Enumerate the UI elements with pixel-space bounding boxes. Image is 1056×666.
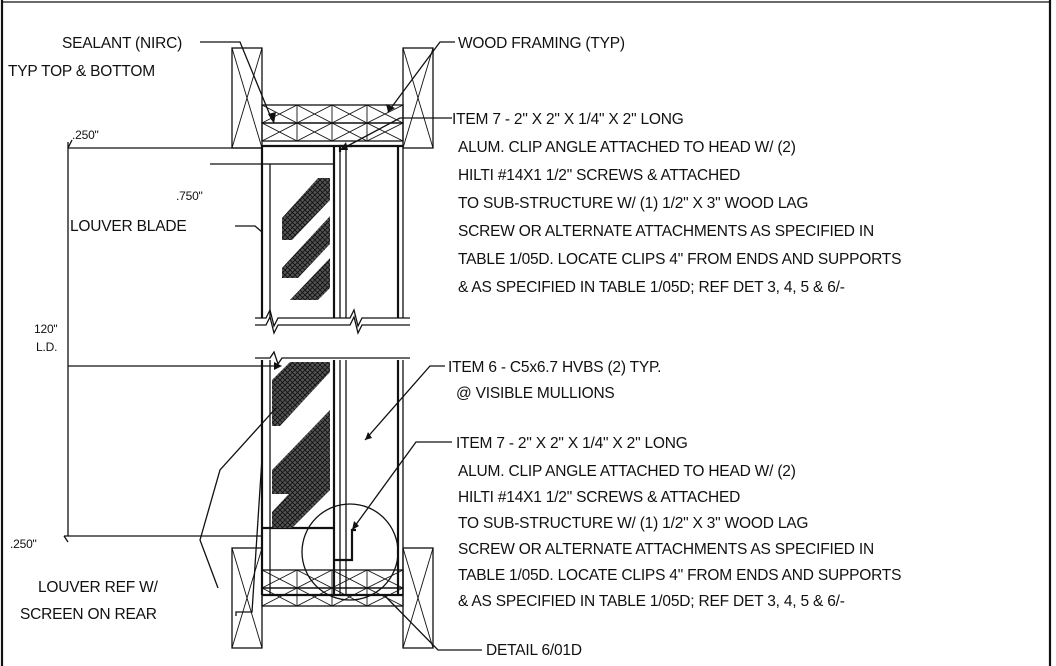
dim-120-line1: 120"	[34, 322, 57, 336]
note-line: TO SUB-STRUCTURE W/ (1) 1/2" X 3" WOOD L…	[458, 195, 808, 212]
wood-framing-label: WOOD FRAMING (TYP)	[458, 35, 625, 52]
bottom-wood-framing	[231, 547, 434, 649]
note-line: TABLE 1/05D. LOCATE CLIPS 4" FROM ENDS A…	[458, 251, 901, 268]
note-line: ITEM 7 - 2" X 2" X 1/4" X 2" LONG	[452, 111, 684, 128]
note-line: ALUM. CLIP ANGLE ATTACHED TO HEAD W/ (2)	[458, 463, 796, 480]
louver-blade-label: LOUVER BLADE	[70, 218, 186, 235]
top-wood-framing	[231, 47, 434, 149]
note-line: & AS SPECIFIED IN TABLE 1/05D; REF DET 3…	[458, 593, 845, 610]
note-line: ITEM 6 - C5x6.7 HVBS (2) TYP.	[448, 359, 661, 376]
dim-250-top: .250"	[72, 128, 99, 142]
sealant-label-line2: TYP TOP & BOTTOM	[8, 63, 155, 80]
dim-250-bottom: .250"	[10, 537, 37, 551]
sealant-label-line1: SEALANT (NIRC)	[62, 35, 182, 52]
note-line: @ VISIBLE MULLIONS	[456, 385, 615, 402]
louver-frame-upper	[255, 144, 410, 335]
leader-lines	[199, 41, 482, 651]
detail-label: DETAIL 6/01D	[486, 642, 582, 659]
louver-blades-lower	[272, 362, 330, 528]
dim-750: .750"	[176, 189, 203, 203]
note-line: HILTI #14X1 1/2" SCREWS & ATTACHED	[458, 167, 740, 184]
note-line: & AS SPECIFIED IN TABLE 1/05D; REF DET 3…	[458, 279, 845, 296]
dim-120-line2: L.D.	[36, 340, 57, 354]
note-line: TO SUB-STRUCTURE W/ (1) 1/2" X 3" WOOD L…	[458, 515, 808, 532]
louver-ref-label-line1: LOUVER REF W/	[38, 579, 159, 596]
note-line: HILTI #14X1 1/2" SCREWS & ATTACHED	[458, 489, 740, 506]
note-line: ITEM 7 - 2" X 2" X 1/4" X 2" LONG	[456, 435, 688, 452]
dimension-lines	[63, 139, 282, 543]
louver-ref-label-line2: SCREEN ON REAR	[20, 606, 157, 623]
note-line: TABLE 1/05D. LOCATE CLIPS 4" FROM ENDS A…	[458, 567, 901, 584]
note-line: SCREW OR ALTERNATE ATTACHMENTS AS SPECIF…	[458, 223, 874, 240]
louver-blades-upper	[282, 178, 330, 300]
item6-note: ITEM 6 - C5x6.7 HVBS (2) TYP. @ VISIBLE …	[448, 359, 661, 402]
head-frame	[261, 144, 403, 165]
item7-bottom-note: ITEM 7 - 2" X 2" X 1/4" X 2" LONG ALUM. …	[456, 435, 901, 610]
item7-top-note: ITEM 7 - 2" X 2" X 1/4" X 2" LONG ALUM. …	[452, 111, 901, 296]
note-line: ALUM. CLIP ANGLE ATTACHED TO HEAD W/ (2)	[458, 139, 796, 156]
note-line: SCREW OR ALTERNATE ATTACHMENTS AS SPECIF…	[458, 541, 874, 558]
detail-circle	[301, 503, 399, 601]
